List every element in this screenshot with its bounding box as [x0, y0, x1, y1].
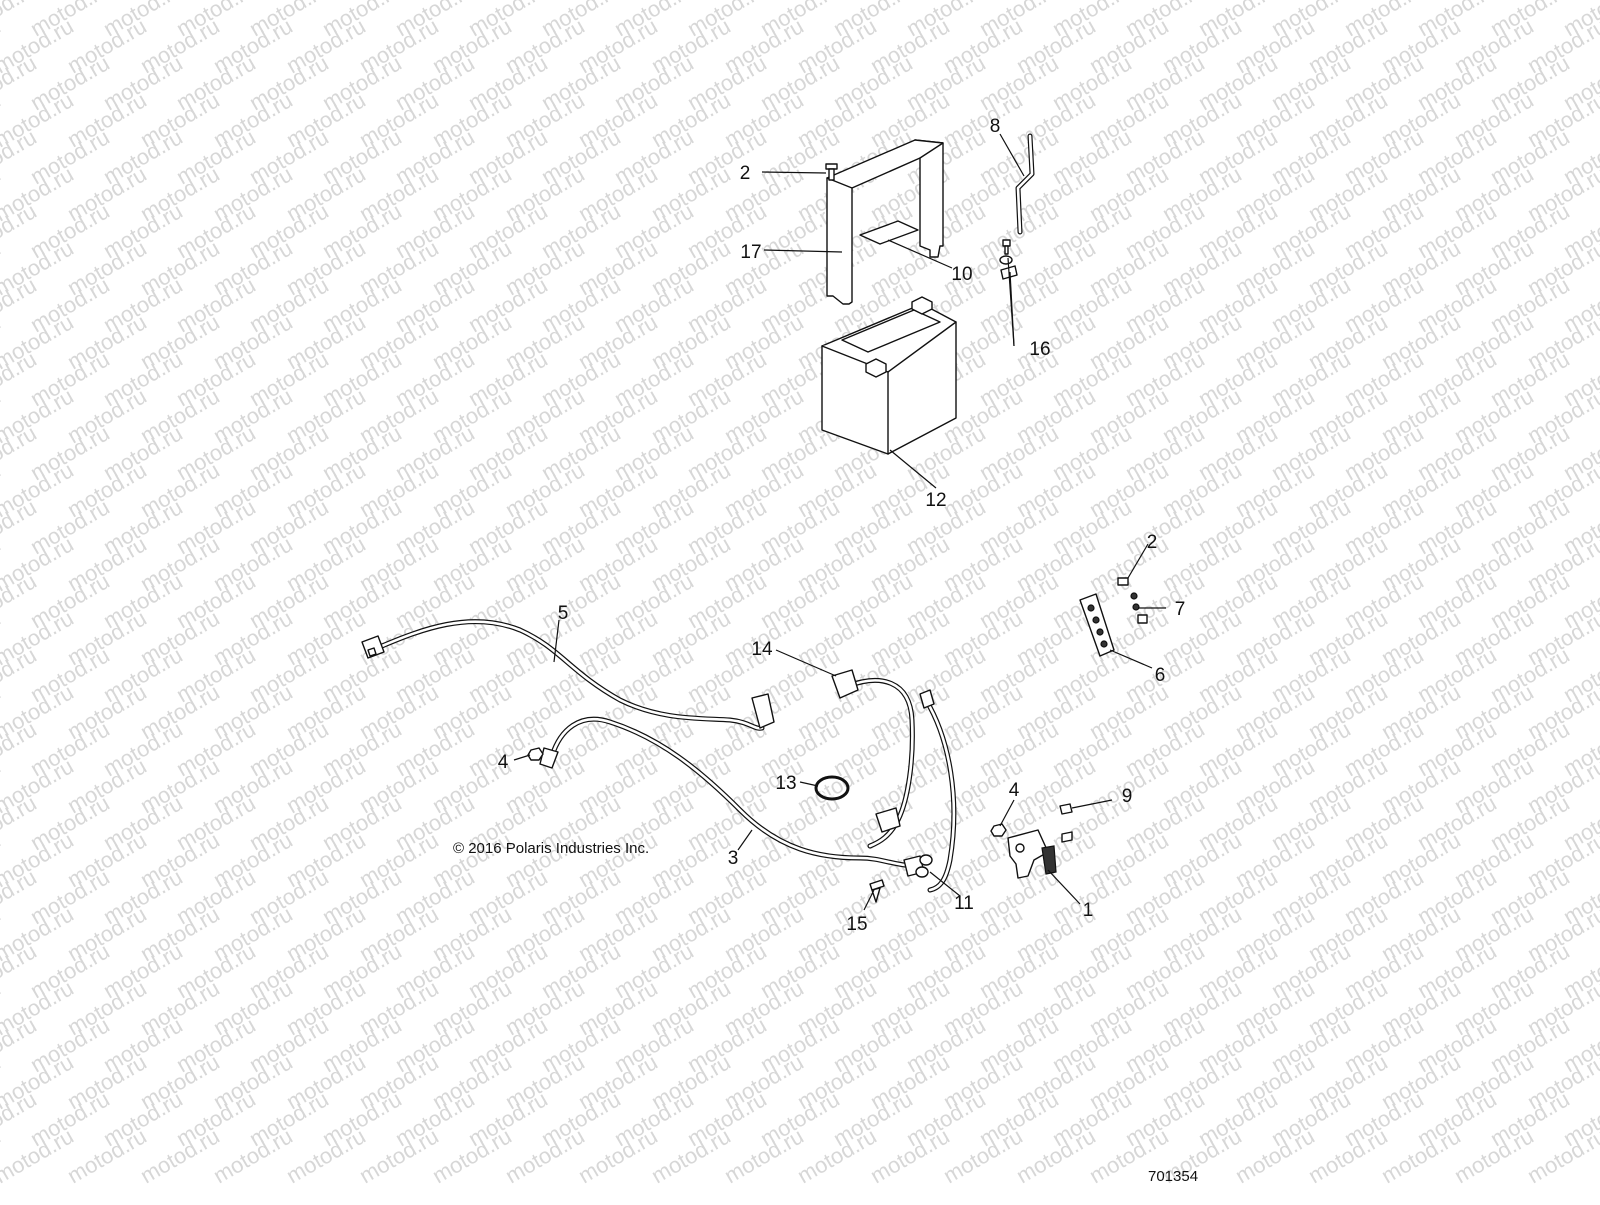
callout-16: 16: [1029, 339, 1050, 360]
callout-5: 5: [558, 603, 569, 624]
diagram-id: 701354: [1148, 1168, 1198, 1185]
copyright-notice: © 2016 Polaris Industries Inc.: [453, 840, 649, 857]
callout-3: 3: [728, 848, 739, 869]
callout-7: 7: [1175, 599, 1186, 620]
callout-12: 12: [925, 490, 946, 511]
callout-4-left: 4: [498, 752, 509, 773]
callout-6: 6: [1155, 665, 1166, 686]
callout-2-bolt: 2: [740, 163, 751, 184]
callout-11: 11: [954, 893, 974, 914]
callout-15: 15: [846, 914, 867, 935]
callout-2-busbar: 2: [1147, 532, 1158, 553]
callout-9: 9: [1122, 786, 1133, 807]
callout-13: 13: [775, 773, 796, 794]
callout-14: 14: [751, 639, 773, 660]
callout-4-right: 4: [1009, 780, 1020, 801]
callout-10: 10: [951, 264, 972, 285]
callout-17: 17: [740, 242, 761, 263]
callout-1: 1: [1083, 900, 1094, 921]
callout-8: 8: [990, 116, 1001, 137]
